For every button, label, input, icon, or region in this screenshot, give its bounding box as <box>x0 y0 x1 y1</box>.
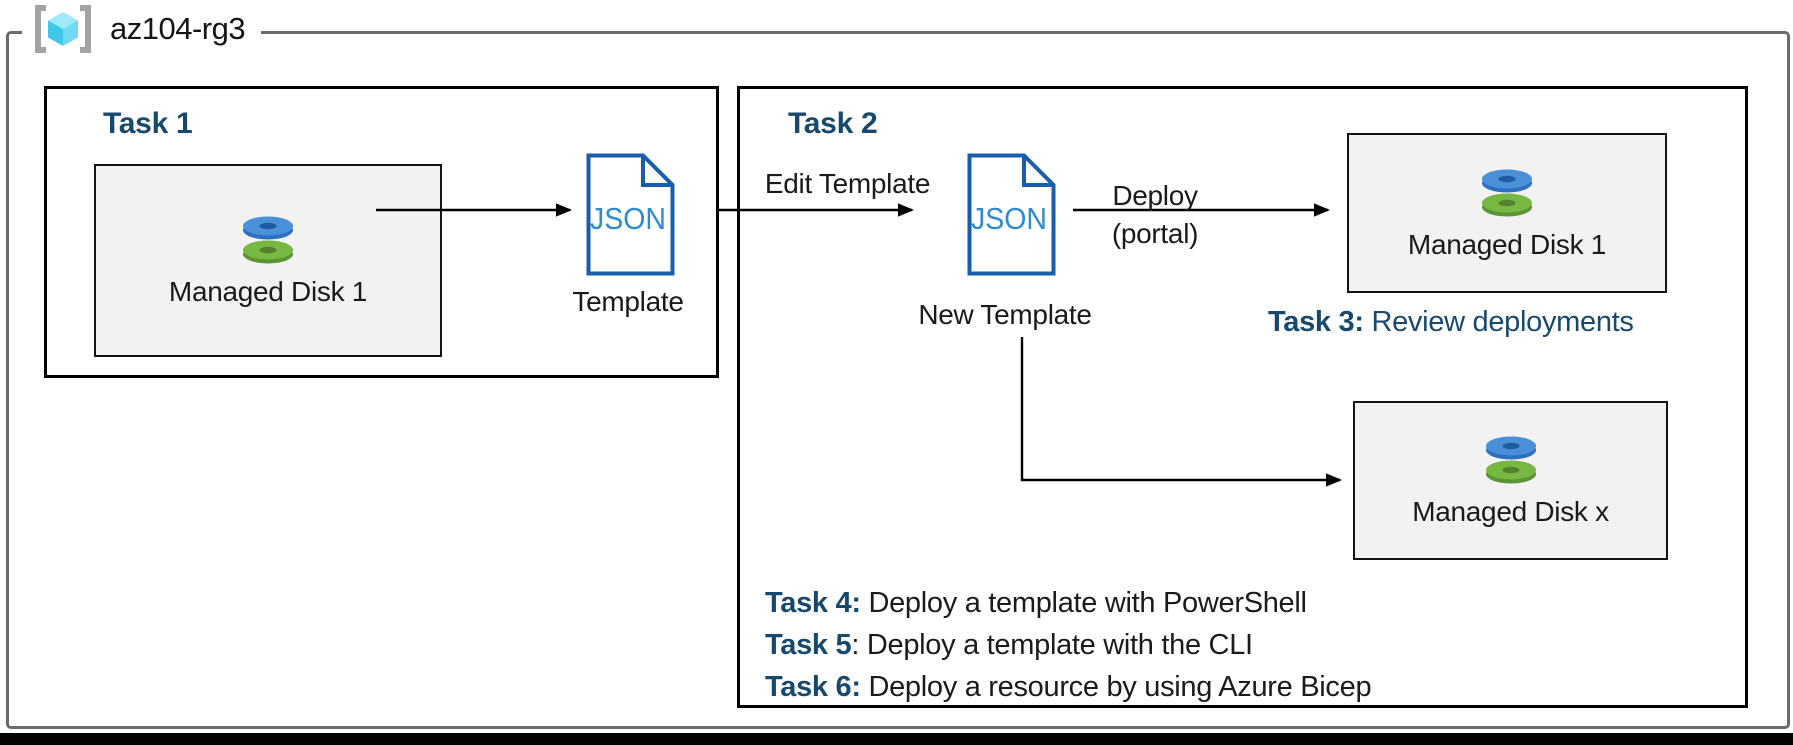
managed-disk-icon <box>1482 169 1532 216</box>
task4-line: Task 4: Deploy a template with PowerShel… <box>765 582 1371 624</box>
folded-corner-icon <box>641 155 673 187</box>
managed-disk-x-box: Managed Disk x <box>1353 401 1668 560</box>
resource-group-boundary <box>6 31 1790 729</box>
resource-group-name: az104-rg3 <box>110 11 246 46</box>
task1-title: Task 1 <box>103 107 193 140</box>
disk-blue-platter <box>1482 169 1532 192</box>
disk-blue-platter <box>243 216 293 240</box>
task6-text: Deploy a resource by using Azure Bicep <box>860 671 1372 703</box>
resource-group-icon <box>35 5 91 53</box>
task6-prefix: Task 6: <box>765 671 861 703</box>
json-new-template-icon: JSON <box>967 153 1056 276</box>
managed-disk-icon <box>243 216 293 264</box>
deploy-arrow-label: Deploy <box>1112 180 1198 211</box>
disk-green-platter <box>1485 460 1536 484</box>
cube-icon <box>48 12 78 46</box>
task5-text: : Deploy a template with the CLI <box>851 629 1253 661</box>
managed-disk-1-deployed-label: Managed Disk 1 <box>1407 228 1607 260</box>
deploy-portal-sublabel: (portal) <box>1111 218 1199 249</box>
resource-group-label: az104-rg3 <box>22 0 262 58</box>
json-template-icon: JSON <box>586 153 675 276</box>
template-label: Template <box>572 286 684 317</box>
task5-line: Task 5: Deploy a template with the CLI <box>765 624 1371 666</box>
task4-prefix: Task 4: <box>765 587 861 619</box>
task5-prefix: Task 5 <box>765 629 852 661</box>
edit-template-arrow-label: Edit Template <box>764 168 931 199</box>
disk-green-platter <box>243 240 293 264</box>
managed-disk-x-label: Managed Disk x <box>1412 496 1609 527</box>
bracket-right-icon <box>80 5 91 53</box>
task-list: Task 4: Deploy a template with PowerShel… <box>765 582 1372 708</box>
task3-prefix: Task 3: <box>1268 306 1364 338</box>
task3-text: Review deployments <box>1363 306 1634 338</box>
new-template-label: New Template <box>918 299 1092 330</box>
managed-disk-1-label: Managed Disk 1 <box>168 276 368 307</box>
json-text: JSON <box>971 201 1047 236</box>
managed-disk-1-box: Managed Disk 1 <box>94 164 442 357</box>
bottom-black-bar <box>0 733 1793 745</box>
disk-green-platter <box>1482 193 1532 216</box>
task4-text: Deploy a template with PowerShell <box>860 587 1307 619</box>
task2-title: Task 2 <box>788 107 878 140</box>
folded-corner-icon <box>1022 155 1054 187</box>
managed-disk-1-deployed-box: Managed Disk 1 <box>1347 133 1667 293</box>
json-text: JSON <box>590 201 666 236</box>
task3-caption: Task 3: Review deployments <box>1268 306 1634 339</box>
bracket-left-icon <box>35 5 46 53</box>
disk-blue-platter <box>1485 436 1536 460</box>
task6-line: Task 6: Deploy a resource by using Azure… <box>765 666 1372 708</box>
managed-disk-icon <box>1485 436 1536 484</box>
